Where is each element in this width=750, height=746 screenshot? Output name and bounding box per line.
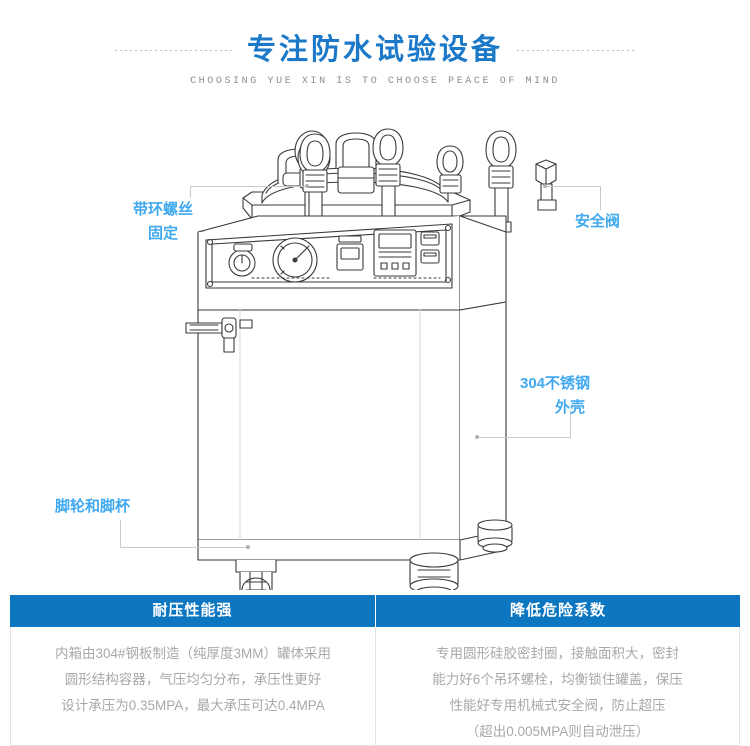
callout-ring-screw: 带环螺丝 固定 bbox=[108, 198, 218, 246]
feature-panel-safety-title: 降低危险系数 bbox=[375, 595, 740, 627]
leader-dot-caster bbox=[246, 545, 250, 549]
callout-stainless: 304不锈钢 外壳 bbox=[520, 372, 650, 420]
panel-buttons bbox=[420, 231, 440, 264]
feature-line: 能力好6个吊环螺栓，均衡锁住罐盖，保压 bbox=[432, 672, 683, 687]
callout-safety-valve: 安全阀 bbox=[575, 210, 675, 234]
feature-panel-pressure-title: 耐压性能强 bbox=[10, 595, 375, 627]
foot-cup-front bbox=[409, 552, 459, 590]
leader-stainless-vertical bbox=[570, 410, 571, 438]
leader-ring-screw-horizontal bbox=[190, 186, 308, 187]
display-small bbox=[336, 235, 364, 271]
lid-handle bbox=[335, 132, 377, 194]
lid-plate bbox=[242, 191, 471, 220]
pressure-gauge bbox=[272, 237, 318, 283]
caster-wheel bbox=[235, 559, 277, 590]
page-subtitle: CHOOSING YUE XIN IS TO CHOOSE PEACE OF M… bbox=[190, 76, 560, 87]
feature-line: 圆形结构容器，气压均匀分布，承压性更好 bbox=[64, 672, 322, 687]
leader-dot-safety-valve bbox=[543, 184, 547, 188]
machine-illustration bbox=[185, 128, 557, 590]
drain-valve bbox=[185, 317, 253, 353]
leader-safety-valve-horizontal bbox=[545, 186, 601, 187]
callout-caster: 脚轮和脚杯 bbox=[55, 495, 195, 519]
dotted-rule-left bbox=[114, 50, 233, 51]
feature-panel-safety: 降低危险系数 专用圆形硅胶密封圈，接触面积大，密封 能力好6个吊环螺栓，均衡锁住… bbox=[375, 595, 740, 746]
callout-stainless-line2: 外壳 bbox=[554, 399, 585, 416]
callout-ring-screw-line2: 固定 bbox=[147, 225, 178, 242]
foot-cup-back bbox=[477, 519, 513, 553]
control-panel bbox=[205, 223, 453, 289]
feature-panel-pressure: 耐压性能强 内箱由304#钢板制造（纯厚度3MM）罐体采用 圆形结构容器，气压均… bbox=[10, 595, 375, 746]
leader-caster-vertical bbox=[120, 520, 121, 548]
feature-line: 设计承压为0.35MPA，最大承压可达0.4MPA bbox=[61, 698, 325, 713]
feature-line: 内箱由304#钢板制造（纯厚度3MM）罐体采用 bbox=[54, 646, 332, 661]
feature-line: 专用圆形硅胶密封圈，接触面积大，密封 bbox=[436, 646, 679, 661]
leader-dot-ring-screw bbox=[305, 184, 309, 188]
page-title: 专注防水试验设备 bbox=[246, 34, 503, 66]
safety-valve bbox=[535, 159, 557, 211]
control-knob bbox=[228, 243, 256, 277]
feature-line: （超出0.005MPA则自动泄压） bbox=[465, 724, 650, 739]
leader-dot-stainless bbox=[475, 435, 479, 439]
page-header: 专注防水试验设备 CHOOSING YUE XIN IS TO CHOOSE P… bbox=[0, 36, 750, 87]
dotted-rule-right bbox=[517, 50, 635, 51]
leader-ring-screw-vertical bbox=[190, 186, 191, 198]
callout-stainless-line1: 304不锈钢 bbox=[520, 375, 591, 392]
leader-stainless-horizontal bbox=[478, 437, 571, 438]
callout-ring-screw-line1: 带环螺丝 bbox=[132, 201, 193, 218]
feature-panel-pressure-body: 内箱由304#钢板制造（纯厚度3MM）罐体采用 圆形结构容器，气压均匀分布，承压… bbox=[10, 627, 375, 746]
feature-line: 性能好专用机械式安全阀，防止超压 bbox=[449, 698, 666, 713]
callout-safety-valve-line1: 安全阀 bbox=[575, 213, 621, 230]
feature-panel-safety-body: 专用圆形硅胶密封圈，接触面积大，密封 能力好6个吊环螺栓，均衡锁住罐盖，保压 性… bbox=[375, 627, 740, 746]
title-row: 专注防水试验设备 bbox=[0, 36, 750, 65]
controller-display bbox=[373, 229, 417, 277]
callout-caster-line1: 脚轮和脚杯 bbox=[55, 498, 131, 515]
feature-panels: 耐压性能强 内箱由304#钢板制造（纯厚度3MM）罐体采用 圆形结构容器，气压均… bbox=[10, 595, 740, 746]
leader-caster-horizontal bbox=[120, 547, 248, 548]
leader-safety-valve-vertical bbox=[600, 186, 601, 210]
